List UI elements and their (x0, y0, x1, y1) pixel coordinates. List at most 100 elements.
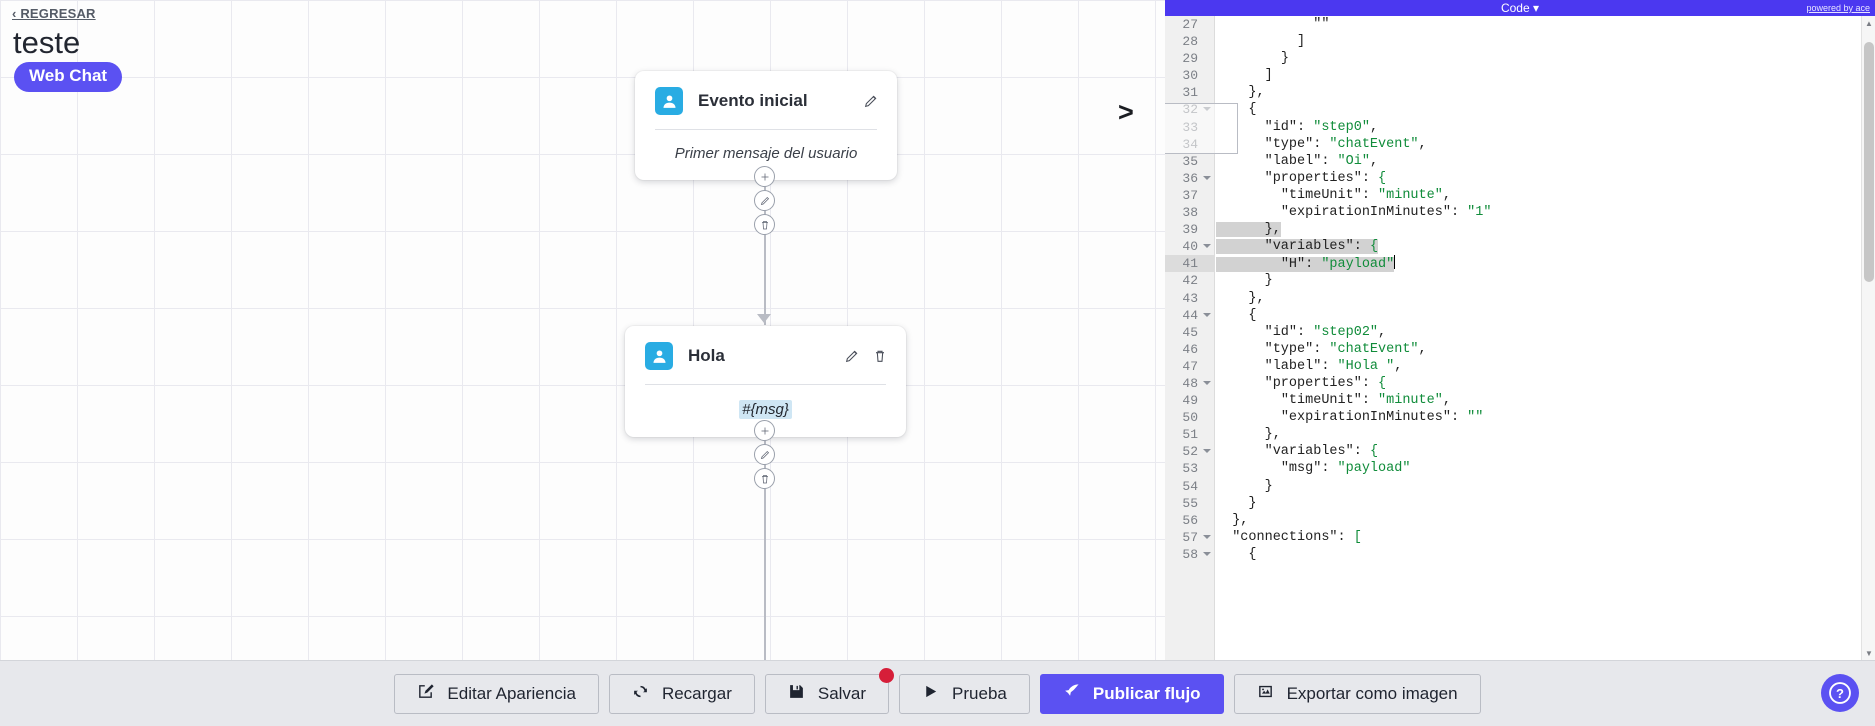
line-number: 48 (1165, 375, 1214, 392)
fold-toggle-icon[interactable] (1203, 449, 1211, 454)
scroll-down-arrow-icon[interactable]: ▼ (1865, 648, 1873, 658)
code-line[interactable]: "label": "Oi", (1264, 153, 1379, 169)
salvar-button[interactable]: Salvar (764, 667, 895, 714)
fold-toggle-icon[interactable] (1203, 312, 1211, 317)
connector-line-2 (764, 425, 766, 660)
node-header-actions (844, 348, 888, 364)
add-icon[interactable] (754, 420, 775, 441)
button-label: Recargar (661, 683, 732, 703)
code-line[interactable]: } (1264, 273, 1273, 289)
publicar-flujo-button[interactable]: Publicar flujo (1039, 673, 1224, 714)
edit-icon[interactable] (863, 93, 879, 109)
code-line[interactable]: "expirationInMinutes": "1" (1280, 205, 1492, 221)
fold-toggle-icon[interactable] (1203, 551, 1211, 556)
code-line[interactable]: }, (1248, 290, 1265, 306)
scrollbar-thumb[interactable] (1864, 42, 1874, 282)
flow-node-evento-inicial[interactable]: Evento inicial Primer mensaje del usuari… (635, 71, 897, 180)
line-number: 57 (1165, 529, 1214, 546)
fold-toggle-icon[interactable] (1203, 534, 1211, 539)
line-number: 43 (1182, 290, 1198, 306)
pencil-square-icon (417, 683, 435, 705)
delete-icon[interactable] (754, 214, 775, 235)
code-line[interactable]: "type": "chatEvent", (1264, 136, 1427, 152)
user-avatar-icon (655, 87, 683, 115)
editar-apariencia-button[interactable]: Editar Apariencia (394, 673, 599, 714)
flow-node-hola[interactable]: Hola #{msg} (625, 326, 906, 437)
button-label: Publicar flujo (1092, 683, 1201, 703)
code-line[interactable]: "type": "chatEvent", (1264, 341, 1427, 357)
line-number: 36 (1165, 170, 1214, 187)
code-line[interactable]: "variables": { (1216, 238, 1861, 255)
recargar-button[interactable]: Recargar (608, 673, 755, 714)
fold-toggle-icon[interactable] (1203, 175, 1211, 180)
editor-mode-selector[interactable]: Code ▾ (1165, 0, 1875, 16)
code-line[interactable]: "variables": { (1264, 444, 1379, 460)
connector-line-1 (764, 170, 766, 325)
prueba-button[interactable]: Prueba (899, 673, 1030, 714)
node-header: Evento inicial (635, 71, 897, 129)
code-line[interactable]: }, (1232, 512, 1249, 528)
fold-widget-box[interactable] (1165, 103, 1238, 154)
code-line[interactable]: ] (1297, 34, 1306, 50)
page-title: teste (13, 25, 81, 60)
code-line[interactable]: { (1248, 546, 1257, 562)
flow-canvas[interactable]: ‹ REGRESAR teste Web Chat Evento inicial (0, 0, 1165, 660)
node-header: Hola (625, 326, 906, 384)
edit-icon[interactable] (754, 190, 775, 211)
fold-toggle-icon[interactable] (1203, 244, 1211, 249)
code-line[interactable]: "properties": { (1264, 375, 1387, 391)
chevron-down-icon: ▾ (1533, 1, 1540, 15)
exportar-como-imagen-button[interactable]: Exportar como imagen (1233, 673, 1481, 714)
code-line[interactable]: "timeUnit": "minute", (1280, 187, 1451, 203)
editor-scrollbar[interactable]: ▲ ▼ (1861, 16, 1875, 660)
back-link[interactable]: ‹ REGRESAR (12, 6, 96, 21)
code-editor-panel[interactable]: Code ▾ powered by ace 272829303132333435… (1165, 0, 1875, 660)
help-button[interactable]: ? (1821, 674, 1859, 712)
code-line[interactable]: "properties": { (1264, 170, 1387, 186)
code-line[interactable]: } (1248, 495, 1257, 511)
code-line[interactable]: { (1248, 307, 1257, 323)
node-controls-1 (754, 166, 775, 235)
code-line[interactable]: }, (1248, 85, 1265, 101)
button-label: Exportar como imagen (1286, 683, 1458, 703)
edit-icon[interactable] (754, 444, 775, 465)
code-line[interactable]: } (1280, 51, 1289, 67)
code-line[interactable]: "" (1313, 17, 1330, 32)
scroll-up-arrow-icon[interactable]: ▲ (1865, 18, 1873, 28)
line-number: 49 (1182, 393, 1198, 409)
node-body: Primer mensaje del usuario (635, 130, 897, 180)
image-icon (1257, 683, 1274, 705)
code-line[interactable]: ] (1264, 68, 1273, 84)
code-line[interactable]: { (1248, 102, 1257, 118)
node-controls-2 (754, 420, 775, 489)
code-line[interactable]: "expirationInMinutes": "" (1280, 410, 1484, 426)
powered-by-link[interactable]: powered by ace (1806, 3, 1870, 13)
line-number: 50 (1182, 410, 1198, 426)
code-line[interactable]: "msg": "payload" (1280, 461, 1411, 477)
code-line[interactable]: "id": "step0", (1264, 119, 1379, 135)
code-line[interactable]: "H": "payload" (1216, 255, 1861, 273)
code-content[interactable]: "" ] } ] }, { "id": "step0", "type": "ch… (1216, 16, 1861, 660)
line-number: 54 (1182, 478, 1198, 494)
edit-icon[interactable] (844, 348, 860, 364)
fold-chevron-icon[interactable]: > (1118, 97, 1134, 127)
line-number: 27 (1182, 17, 1198, 32)
editor-mode-label: Code (1500, 1, 1530, 15)
code-area[interactable]: 2728293031323334353637383940414243444546… (1165, 16, 1875, 660)
code-line[interactable]: }, (1264, 427, 1281, 443)
node-divider (645, 384, 886, 385)
delete-icon[interactable] (872, 348, 888, 364)
code-line[interactable]: } (1264, 478, 1273, 494)
code-line[interactable]: "id": "step02", (1264, 324, 1387, 340)
delete-icon[interactable] (754, 468, 775, 489)
line-number: 53 (1182, 461, 1198, 477)
fold-toggle-icon[interactable] (1203, 380, 1211, 385)
code-line[interactable]: }, (1216, 221, 1861, 238)
code-line[interactable]: "label": "Hola ", (1264, 358, 1403, 374)
code-line[interactable]: "connections": [ (1232, 529, 1362, 545)
add-icon[interactable] (754, 166, 775, 187)
code-line[interactable]: "timeUnit": "minute", (1280, 393, 1451, 409)
line-number: 52 (1165, 443, 1214, 460)
